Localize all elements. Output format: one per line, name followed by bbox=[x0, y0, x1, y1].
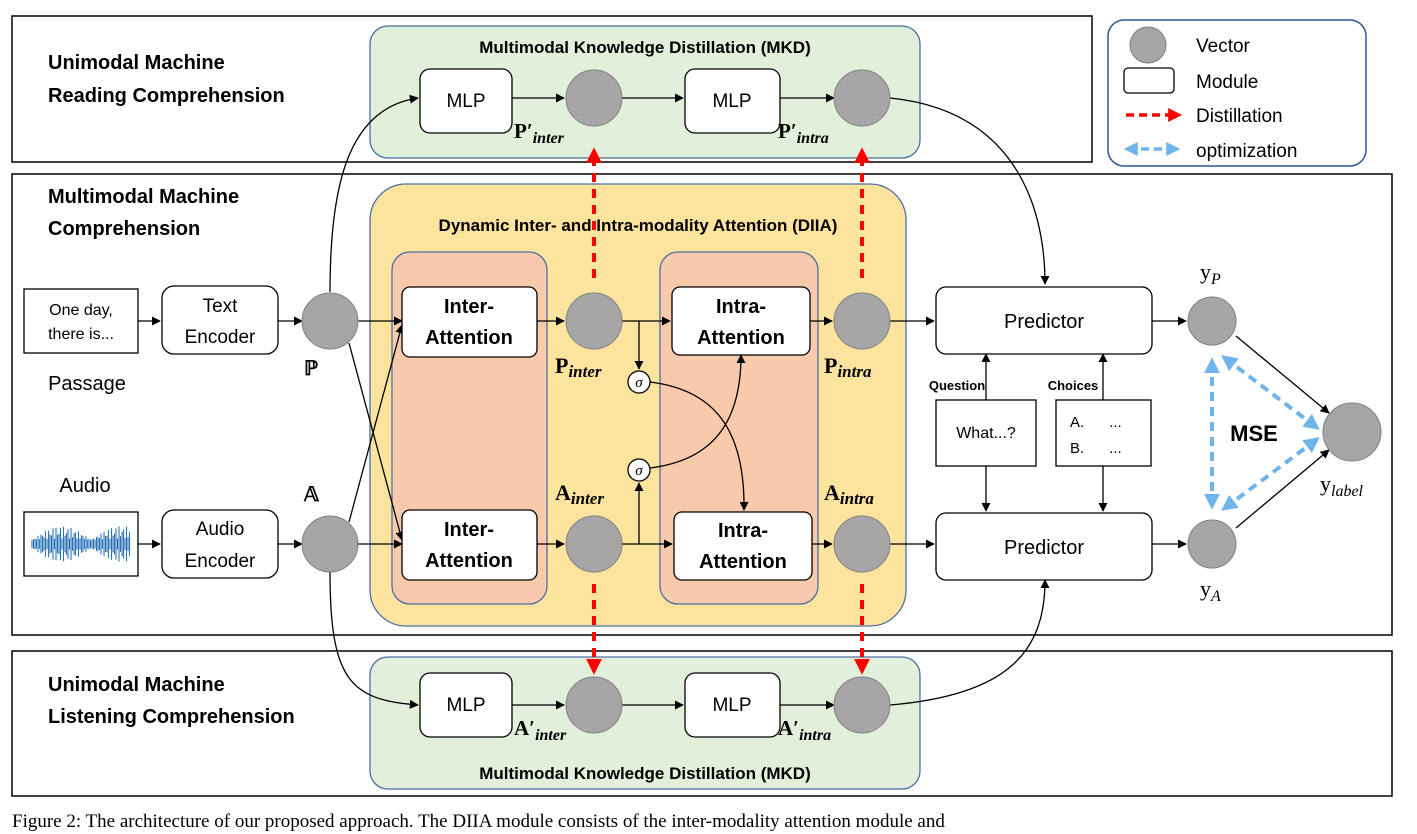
question-box bbox=[935, 399, 1037, 467]
legend-vector-label: Vector bbox=[1196, 36, 1251, 57]
p-intra-label: Pintra bbox=[824, 353, 872, 381]
passage-label: Passage bbox=[48, 373, 126, 395]
mlp-top-1-box bbox=[419, 68, 513, 134]
mlp-top-1-label: MLP bbox=[446, 91, 485, 112]
y-label-label: ylabel bbox=[1320, 471, 1364, 500]
reading-section-frame bbox=[11, 15, 1093, 163]
y-a-label: yA bbox=[1200, 576, 1221, 605]
vector-y-p bbox=[1187, 296, 1237, 346]
gate-sigma-top-label: σ bbox=[635, 375, 643, 391]
vector-y-a bbox=[1187, 519, 1237, 569]
figure-caption: Figure 2: The architecture of our propos… bbox=[12, 811, 945, 832]
question-label: Question bbox=[929, 378, 985, 393]
diia-title: Dynamic Inter- and Intra-modality Attent… bbox=[439, 216, 838, 235]
predictor-bottom-label: Predictor bbox=[1004, 537, 1084, 559]
mlp-top-2-label: MLP bbox=[712, 91, 751, 112]
vector-y-label bbox=[1322, 402, 1382, 462]
p-intra-prime-label: P′intra bbox=[778, 119, 829, 147]
multimodal-title-line1: Multimodal Machine bbox=[48, 186, 239, 208]
predictor-top-box bbox=[935, 286, 1153, 355]
mse-arrow-top bbox=[1221, 355, 1320, 430]
intra-attention-top-line1: Intra- bbox=[716, 296, 766, 318]
a-intra-prime-label: A′intra bbox=[778, 716, 831, 744]
legend-optimization-label: optimization bbox=[1196, 141, 1297, 162]
mlp-top-2-box bbox=[684, 68, 781, 134]
multimodal-title-line2: Comprehension bbox=[48, 218, 200, 240]
a-intra-label: Aintra bbox=[824, 480, 874, 508]
waveform-icon bbox=[31, 526, 131, 562]
inter-attention-bottom-line1: Inter- bbox=[444, 519, 494, 541]
mlp-bottom-1-label: MLP bbox=[446, 695, 485, 716]
listening-section-frame bbox=[11, 650, 1393, 797]
inter-attention-bottom-line2: Attention bbox=[425, 550, 513, 572]
predictor-bottom-box bbox=[935, 512, 1153, 581]
question-text: What...? bbox=[956, 425, 1016, 442]
legend-distillation-label: Distillation bbox=[1196, 106, 1283, 127]
multimodal-section-frame bbox=[11, 173, 1393, 636]
mkd-bottom-title: Multimodal Knowledge Distillation (MKD) bbox=[479, 764, 810, 783]
intra-attention-bottom-box bbox=[673, 511, 813, 581]
predictor-top-label: Predictor bbox=[1004, 311, 1084, 333]
a-inter-label: Ainter bbox=[555, 480, 604, 508]
inter-attention-top-line1: Inter- bbox=[444, 296, 494, 318]
vector-p-intra-prime bbox=[833, 69, 891, 127]
mse-arrow-bottom bbox=[1221, 437, 1320, 511]
inter-attention-bottom-box bbox=[401, 509, 538, 581]
a-label: 𝔸 bbox=[303, 484, 320, 506]
inter-attention-top-line2: Attention bbox=[425, 327, 513, 349]
p-inter-prime-label: P′inter bbox=[514, 119, 565, 147]
intra-attention-top-box bbox=[671, 286, 811, 356]
reading-title-line1: Unimodal Machine bbox=[48, 52, 225, 74]
reading-title-line2: Reading Comprehension bbox=[48, 85, 285, 107]
vector-a-intra bbox=[833, 515, 891, 573]
listening-title-line1: Unimodal Machine bbox=[48, 674, 225, 696]
audio-encoder-line1: Audio bbox=[196, 519, 245, 540]
vector-a bbox=[301, 515, 359, 573]
mlp-bottom-2-box bbox=[684, 672, 781, 738]
intra-attention-bottom-line2: Attention bbox=[699, 551, 787, 573]
passage-text-line2: there is... bbox=[48, 326, 114, 343]
choices-box bbox=[1055, 399, 1152, 467]
mlp-bottom-2-label: MLP bbox=[712, 695, 751, 716]
text-encoder-line2: Encoder bbox=[185, 327, 256, 348]
mkd-top-title: Multimodal Knowledge Distillation (MKD) bbox=[479, 38, 810, 57]
vector-p-inter bbox=[565, 292, 623, 350]
audio-encoder-line2: Encoder bbox=[185, 551, 256, 572]
choices-row-b: B. ... bbox=[1070, 440, 1122, 457]
legend-module-icon bbox=[1123, 67, 1175, 94]
vector-p-inter-prime bbox=[565, 69, 623, 127]
vector-a-intra-prime bbox=[833, 676, 891, 734]
a-inter-prime-label: A′inter bbox=[514, 716, 567, 744]
vector-a-inter bbox=[565, 515, 623, 573]
legend-vector-icon bbox=[1129, 26, 1167, 64]
audio-label: Audio bbox=[59, 475, 110, 497]
mlp-bottom-1-box bbox=[419, 672, 513, 738]
legend-module-label: Module bbox=[1196, 72, 1258, 93]
gate-sigma-bottom-label: σ bbox=[635, 463, 643, 479]
intra-attention-bottom-line1: Intra- bbox=[718, 520, 768, 542]
gate-sigma-top bbox=[627, 370, 651, 394]
text-encoder-box bbox=[161, 285, 279, 355]
y-p-label: yP bbox=[1200, 259, 1221, 288]
inter-attention-top-box bbox=[401, 286, 538, 358]
intra-attention-top-line2: Attention bbox=[697, 327, 785, 349]
listening-title-line2: Listening Comprehension bbox=[48, 706, 295, 728]
mse-label: MSE bbox=[1230, 421, 1278, 446]
vector-p bbox=[301, 292, 359, 350]
gate-sigma-bottom bbox=[627, 458, 651, 482]
vector-a-inter-prime bbox=[565, 676, 623, 734]
text-encoder-line1: Text bbox=[203, 296, 239, 317]
p-label: ℙ bbox=[304, 358, 318, 380]
vector-p-intra bbox=[833, 292, 891, 350]
legend-box bbox=[1107, 19, 1367, 167]
passage-text-line1: One day, bbox=[49, 302, 113, 319]
choices-row-a: A. ... bbox=[1070, 414, 1122, 431]
choices-label: Choices bbox=[1048, 378, 1099, 393]
p-inter-label: Pinter bbox=[555, 353, 602, 381]
passage-text-box bbox=[23, 288, 139, 354]
